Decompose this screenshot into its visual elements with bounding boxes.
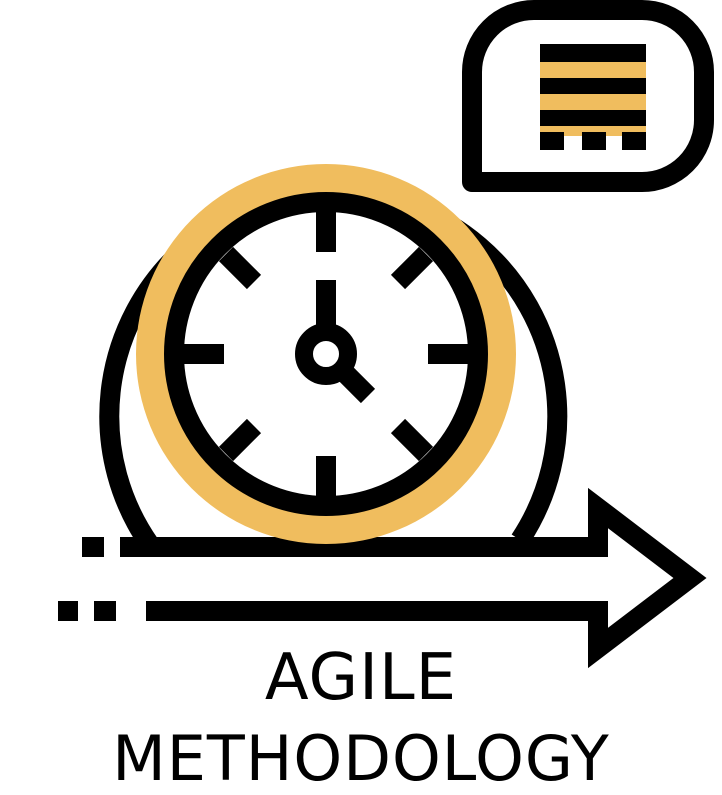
speech-bubble-icon [462, 0, 714, 192]
arrow-dash [82, 537, 104, 557]
arrow-dash [120, 537, 130, 557]
list-dash [540, 132, 564, 150]
list-line-accent [540, 94, 646, 110]
list-line-accent [540, 62, 646, 78]
clock-center [295, 323, 357, 385]
clock-ticks [184, 212, 468, 496]
list-line [540, 44, 646, 62]
stopwatch-icon [136, 164, 516, 544]
arrow-dash [58, 601, 78, 621]
arrow-outline [126, 487, 707, 669]
list-dash [582, 132, 606, 150]
arrow-dash [94, 601, 116, 621]
list-line [540, 78, 646, 94]
list-line [540, 110, 646, 126]
list-dash [622, 132, 646, 150]
backlog-list-icon [540, 44, 646, 150]
list-line-accent [540, 126, 646, 136]
title-line-1: AGILE [264, 641, 458, 715]
title-line-2: METHODOLOGY [112, 722, 610, 795]
